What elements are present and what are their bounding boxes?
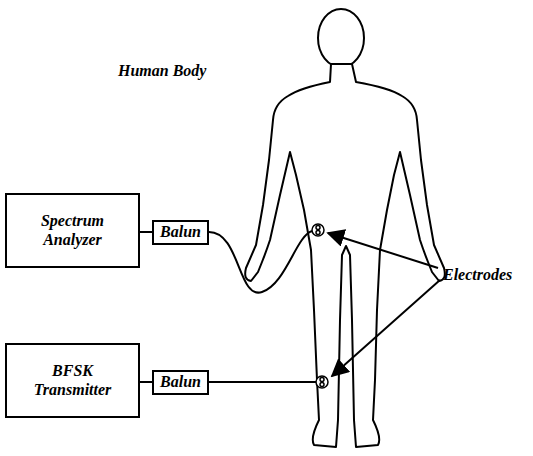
instrument-box: Spectrum Analyzer — [5, 193, 140, 268]
leader-arrow — [328, 233, 440, 376]
figure-title: Human Body — [118, 62, 206, 80]
wire — [209, 231, 316, 382]
connector-line — [140, 381, 152, 383]
connector-line — [140, 231, 152, 233]
instrument-box: BFSK Transmitter — [5, 343, 140, 418]
balun-box: Balun — [152, 370, 209, 395]
callout-label: Electrodes — [443, 266, 512, 284]
box-label: Spectrum Analyzer — [25, 212, 120, 249]
box-label: BFSK Transmitter — [23, 362, 123, 399]
balun-box: Balun — [152, 220, 209, 245]
electrode-symbol — [312, 224, 328, 388]
box-label: Balun — [160, 373, 201, 391]
box-label: Balun — [160, 223, 201, 241]
